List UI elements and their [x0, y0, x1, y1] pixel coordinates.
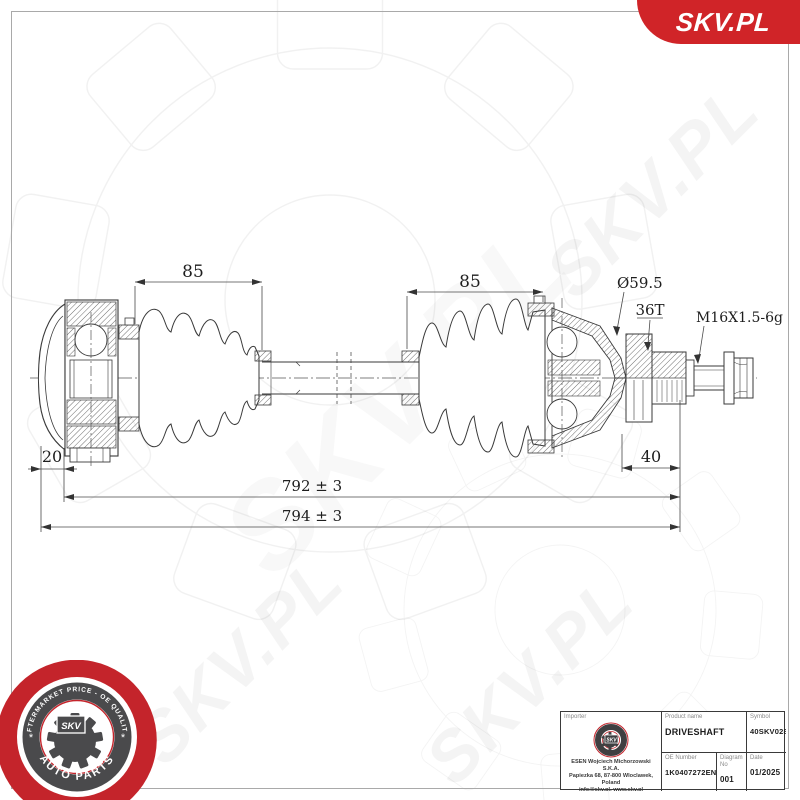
- importer-logo-label: SKV: [606, 738, 617, 744]
- page-border-frame: [11, 11, 789, 789]
- diagram-no-label: Diagram No: [720, 755, 743, 768]
- diagram-no-cell: Diagram No 001: [716, 752, 746, 791]
- dim-20: 20: [42, 447, 62, 466]
- badge-star-right: *: [121, 732, 126, 744]
- importer-company: ESEN Wojciech Michorzowski S.K.A.: [571, 759, 651, 772]
- badge-center-label: SKV: [61, 721, 81, 732]
- dimension-annotations: [28, 279, 705, 532]
- left-boot: [118, 308, 272, 448]
- left-cv-joint: [37, 299, 119, 468]
- product-name-cell: Product name DRIVESHAFT: [661, 712, 746, 752]
- title-block: Importer SKV ESEN Wojciech Micho: [560, 711, 786, 791]
- diagram-no-value: 001: [720, 775, 734, 784]
- dim-85-left: 85: [182, 262, 204, 282]
- product-name-label: Product name: [665, 714, 703, 720]
- importer-label: Importer: [564, 714, 587, 720]
- date-label: Date: [750, 755, 763, 761]
- importer-contact: info@skv.pl, www.skv.pl: [578, 787, 644, 791]
- symbol-cell: Symbol 40SKV028: [746, 712, 786, 752]
- dim-85-right: 85: [459, 272, 481, 292]
- axle-shaft: [262, 352, 419, 404]
- date-cell: Date 01/2025: [746, 752, 786, 791]
- symbol-label: Symbol: [750, 714, 771, 720]
- brand-banner: SKV.PL: [637, 0, 800, 44]
- symbol-value: 40SKV028: [750, 727, 786, 736]
- dim-spline-teeth: 36T: [635, 301, 664, 319]
- right-cv-joint: [527, 295, 754, 458]
- dim-40: 40: [641, 447, 661, 466]
- brand-logo-text: SKV.PL: [675, 6, 772, 37]
- dim-794: 794 ± 3: [282, 507, 342, 525]
- date-value: 01/2025: [750, 768, 781, 777]
- importer-cell: Importer SKV ESEN Wojciech Micho: [561, 712, 661, 791]
- importer-address: Papiezka 68, 87-800 Wloclawek, Poland: [569, 773, 653, 786]
- dim-792: 792 ± 3: [282, 477, 342, 495]
- oe-number-value: 1K0407272EN: [665, 768, 716, 777]
- oe-number-cell: OE Number 1K0407272EN: [661, 752, 716, 791]
- badge-star-left: *: [29, 732, 34, 744]
- badge-gear-icon: SKV: [46, 713, 104, 769]
- oe-number-label: OE Number: [665, 755, 697, 761]
- product-name-value: DRIVESHAFT: [665, 727, 725, 737]
- right-boot: [401, 298, 546, 458]
- dim-thread-spec: M16X1.5-6g: [696, 310, 783, 326]
- importer-logo: SKV: [593, 722, 629, 758]
- dim-diameter: Ø59.5: [617, 274, 663, 292]
- skv-quality-badge: AFTERMARKET PRICE - OE QUALITY AUTO PART…: [0, 660, 157, 800]
